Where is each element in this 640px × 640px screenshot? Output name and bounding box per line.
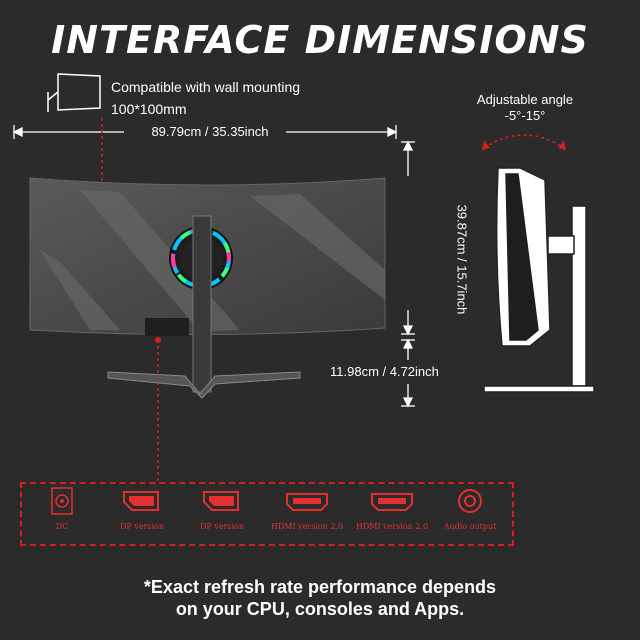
port-hdmi-2: HDMI version 2.0 [352, 484, 432, 531]
stand-height-label: 11.98cm / 4.72inch [330, 364, 439, 379]
side-view-monitor [483, 167, 595, 393]
port-dp-1: DP version [102, 484, 182, 531]
page-title: INTERFACE DIMENSIONS [51, 18, 589, 62]
note-line2: on your CPU, consoles and Apps. [175, 599, 465, 619]
adjustable-line2: -5°-15° [504, 108, 546, 123]
port-hdmi-2-label: HDMI version 2.0 [355, 522, 429, 531]
dc-port-icon [51, 487, 73, 515]
angle-arrow-icon [483, 134, 565, 149]
width-label: 89.79cm / 35.35inch [151, 124, 269, 139]
wall-mount-text: Compatible with wall mounting 100*100mm [111, 76, 300, 120]
wall-mount-line2: 100*100mm [111, 101, 187, 117]
wall-mount-line1: Compatible with wall mounting [111, 79, 301, 95]
width-dimension-line [12, 125, 398, 139]
adjustable-line1: Adjustable angle [476, 92, 574, 107]
angle-arrow-right [558, 140, 566, 150]
port-dc: DC [22, 484, 102, 531]
height-dimension-line [401, 140, 415, 336]
refresh-rate-note: *Exact refresh rate performance depends … [0, 576, 640, 620]
port-dc-label: DC [55, 522, 69, 531]
port-compartment [145, 318, 189, 336]
height-label: 39.87cm / 15.7inch [454, 204, 470, 315]
port-dp-1-label: DP version [119, 522, 165, 531]
port-dp-2-label: DP version [199, 522, 245, 531]
displayport-icon [123, 491, 159, 511]
stand-neck [192, 215, 212, 393]
ports-panel: DC DP version DP version HDMI version 2.… [20, 482, 514, 546]
hdmi-port-icon [371, 493, 413, 511]
stand-base [107, 371, 301, 399]
hdmi-port-icon [286, 493, 328, 511]
stand-dimension-line [401, 338, 415, 408]
displayport-icon [203, 491, 239, 511]
port-audio-label: Audio output [443, 522, 497, 531]
port-dp-2: DP version [182, 484, 262, 531]
note-line1: *Exact refresh rate performance depends [143, 577, 497, 597]
port-hdmi-1-label: HDMI version 2.0 [270, 522, 344, 531]
port-marker [155, 337, 161, 343]
port-audio: Audio output [430, 484, 510, 531]
adjustable-angle-text: Adjustable angle -5°-15° [460, 92, 590, 124]
wall-mount-icon [47, 73, 101, 112]
port-hdmi-1: HDMI version 2.0 [267, 484, 347, 531]
angle-arrow-left [482, 140, 490, 150]
audio-port-icon [458, 489, 482, 513]
